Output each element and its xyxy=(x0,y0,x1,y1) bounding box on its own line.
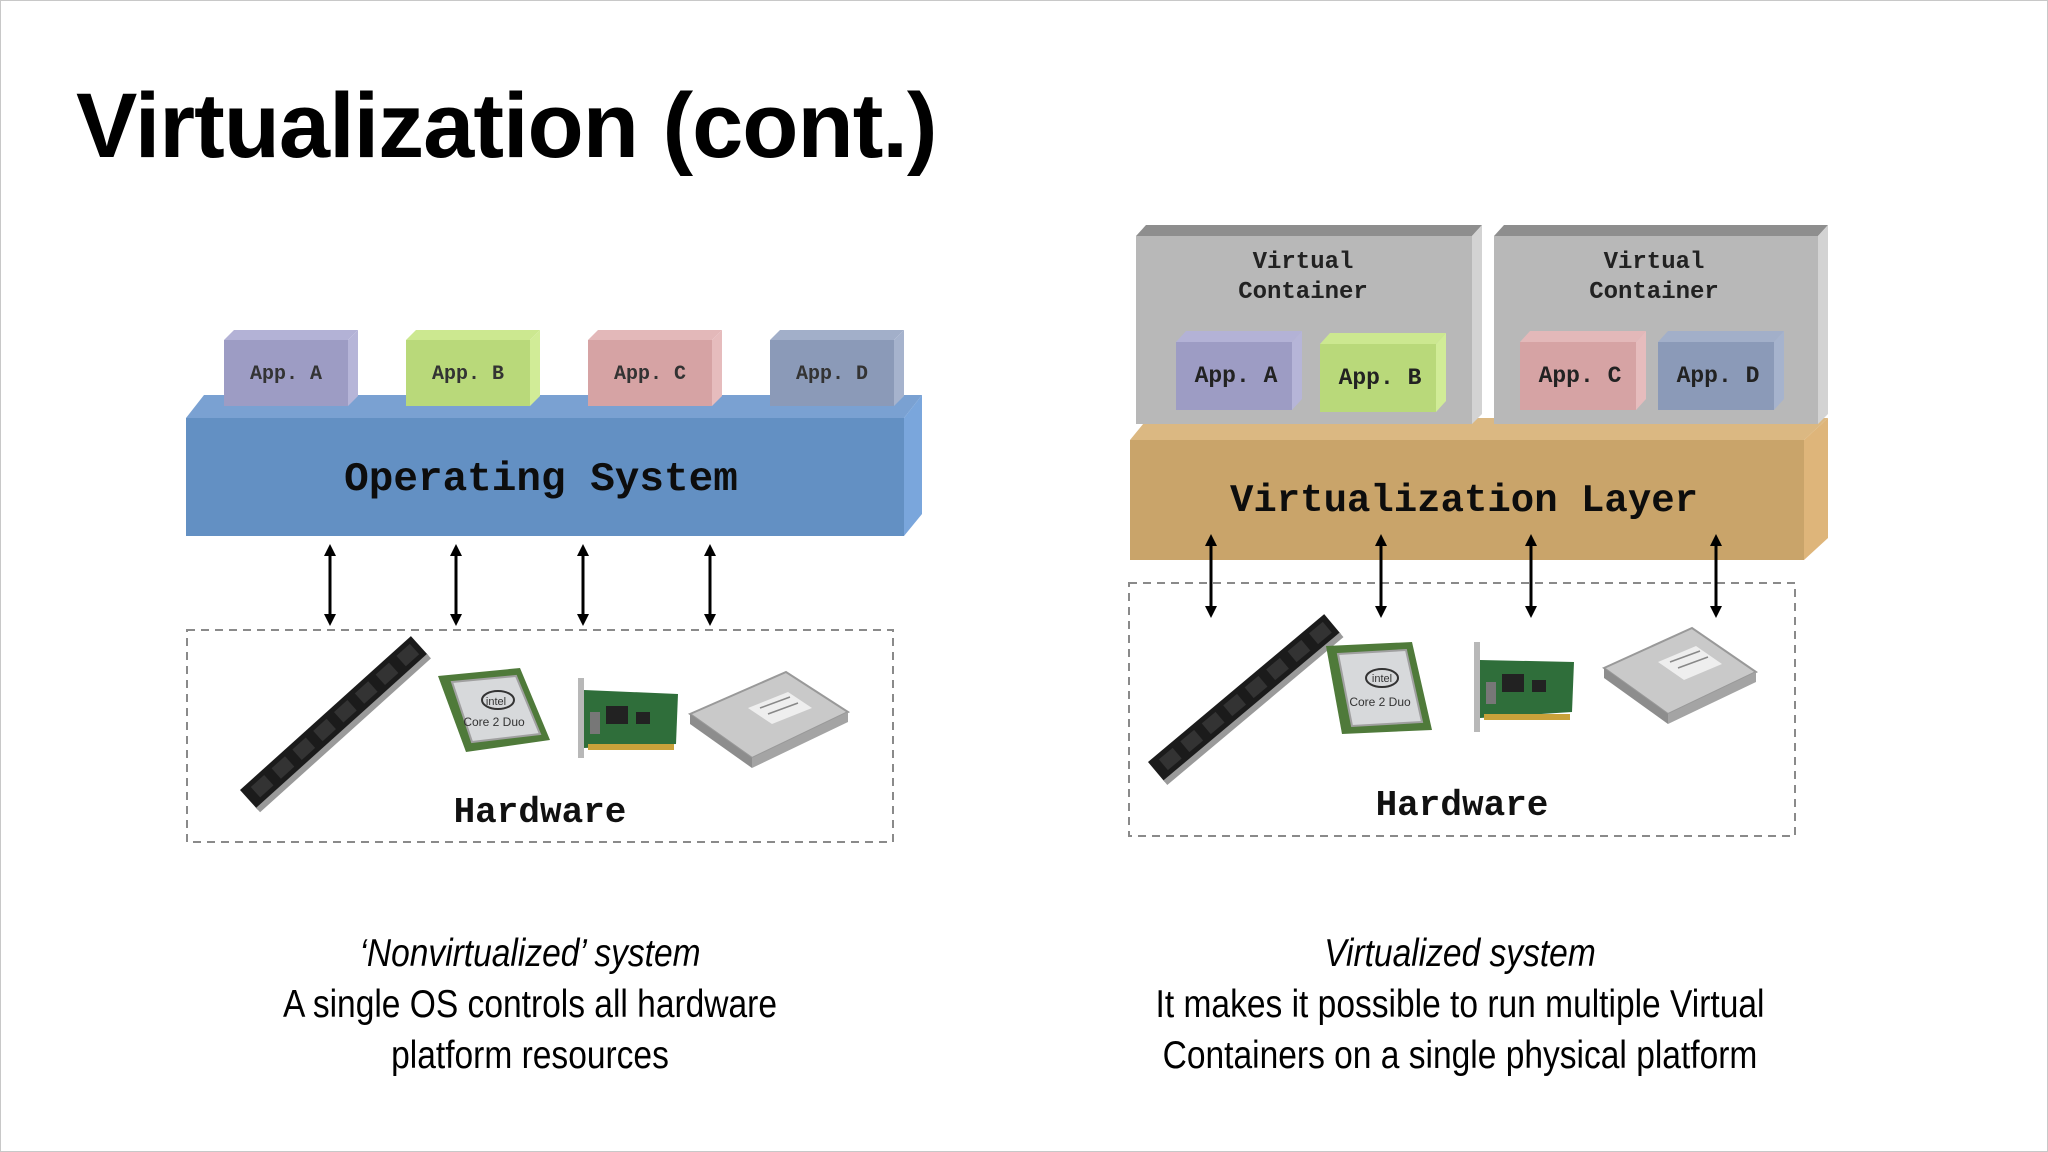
right-caption-heading: Virtualized system xyxy=(1324,932,1596,975)
network-card-icon xyxy=(1474,642,1574,732)
cpu-chip-icon: intel Core 2 Duo xyxy=(1326,642,1432,734)
virtualization-layer-block: Virtualization Layer xyxy=(1130,418,1828,560)
container-label-line1: Virtual xyxy=(1604,249,1705,276)
layer-hardware-arrows xyxy=(1205,534,1722,618)
hardware-box xyxy=(1128,582,1796,837)
memory-module-icon xyxy=(240,636,431,813)
app-block-b: App. B xyxy=(406,330,540,406)
right-caption-line1: It makes it possible to run multiple Vir… xyxy=(1155,983,1765,1026)
left-caption-heading: ‘Nonvirtualized’ system xyxy=(359,932,701,975)
app-block-d: App. D xyxy=(1658,331,1784,410)
app-block-c: App. C xyxy=(588,330,722,406)
hardware-label: Hardware xyxy=(454,792,627,833)
svg-text:intel: intel xyxy=(1372,673,1392,685)
hard-drive-icon xyxy=(687,670,851,768)
os-hardware-arrows xyxy=(324,544,716,626)
operating-system-block: Operating System xyxy=(186,395,922,536)
slide-title: Virtualization (cont.) xyxy=(76,75,938,177)
app-block-a: App. A xyxy=(1176,331,1302,410)
left-caption-line2: platform resources xyxy=(391,1034,669,1077)
cpu-chip-icon: intel Core 2 Duo xyxy=(438,668,550,752)
hardware-label: Hardware xyxy=(1376,785,1549,826)
network-card-icon xyxy=(578,678,678,758)
app-label-d: App. D xyxy=(796,363,868,386)
container-label-line2: Container xyxy=(1238,279,1368,306)
right-caption-line2: Containers on a single physical platform xyxy=(1162,1034,1758,1077)
container-label-line1: Virtual xyxy=(1253,249,1354,276)
svg-text:Core 2 Duo: Core 2 Duo xyxy=(1349,695,1411,709)
app-label-a: App. A xyxy=(250,363,322,386)
app-label-b: App. B xyxy=(1339,365,1422,391)
container-label-line2: Container xyxy=(1589,279,1719,306)
memory-module-icon xyxy=(1148,614,1344,785)
app-label-c: App. C xyxy=(1539,363,1622,389)
app-label-c: App. C xyxy=(614,363,686,386)
svg-text:intel: intel xyxy=(486,696,506,708)
left-caption-line1: A single OS controls all hardware xyxy=(282,983,778,1026)
app-block-c: App. C xyxy=(1520,331,1646,410)
app-block-b: App. B xyxy=(1320,333,1446,412)
right-caption: Virtualized system It makes it possible … xyxy=(1116,928,1804,1081)
app-label-b: App. B xyxy=(432,363,504,386)
app-label-d: App. D xyxy=(1677,363,1760,389)
left-caption: ‘Nonvirtualized’ system A single OS cont… xyxy=(229,928,831,1081)
app-block-d: App. D xyxy=(770,330,904,406)
hard-drive-icon xyxy=(1602,626,1758,724)
app-block-a: App. A xyxy=(224,330,358,406)
os-label: Operating System xyxy=(344,457,738,503)
layer-label: Virtualization Layer xyxy=(1230,479,1698,523)
app-label-a: App. A xyxy=(1195,363,1278,389)
hardware-box xyxy=(186,629,894,843)
svg-text:Core 2 Duo: Core 2 Duo xyxy=(463,715,525,729)
